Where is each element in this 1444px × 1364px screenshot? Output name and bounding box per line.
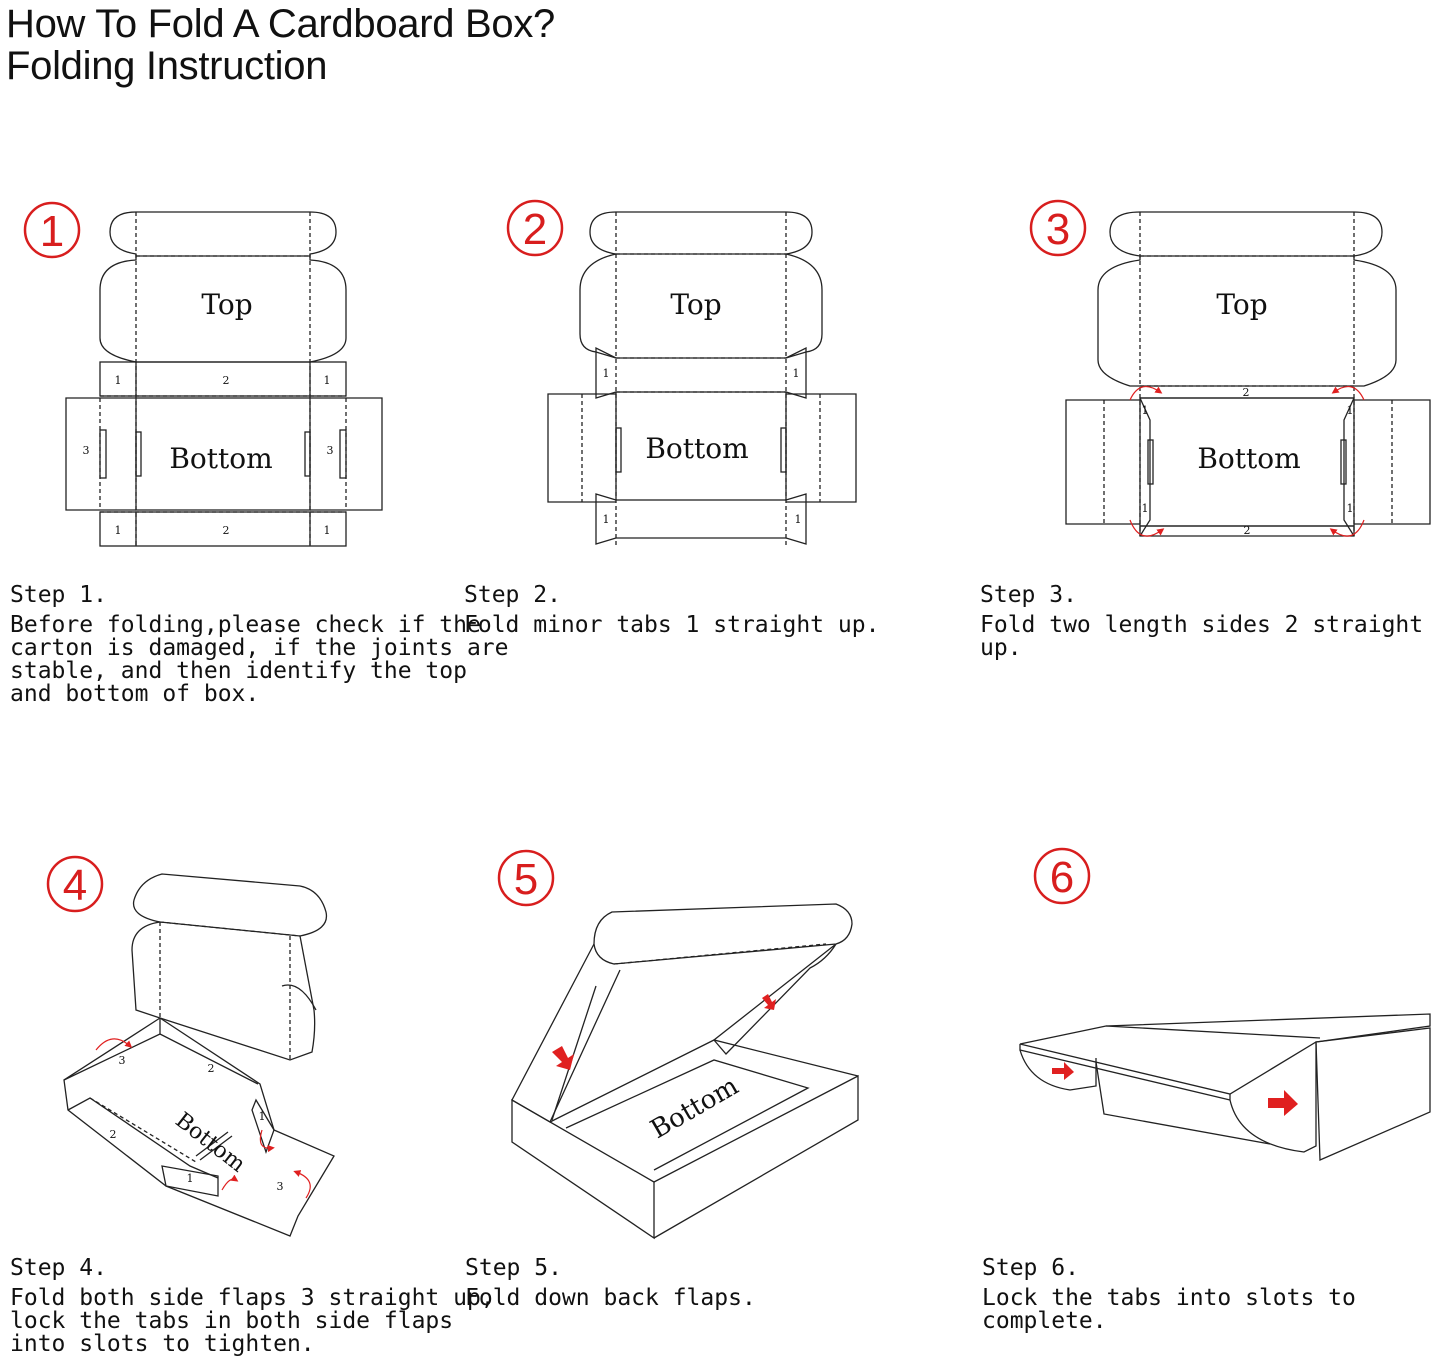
direction-arrow-icon <box>552 994 776 1070</box>
svg-text:1: 1 <box>603 513 610 526</box>
step-1-heading: Step 1. <box>10 582 107 608</box>
step-4-heading: Step 4. <box>10 1255 107 1281</box>
step-2-description: Fold minor tabs 1 straight up. <box>464 612 880 638</box>
svg-text:Top: Top <box>201 288 252 321</box>
step-3-heading: Step 3. <box>980 582 1077 608</box>
page-subtitle: Folding Instruction <box>6 44 328 88</box>
svg-text:3: 3 <box>327 444 334 457</box>
circled-number-icon: 6 <box>1033 847 1091 905</box>
svg-text:2: 2 <box>1244 524 1251 537</box>
svg-text:1: 1 <box>324 374 331 387</box>
step-6-heading: Step 6. <box>982 1255 1079 1281</box>
direction-arrow-icon <box>1052 1062 1298 1116</box>
step-1-description: Before folding,please check if the carto… <box>10 612 509 707</box>
svg-text:6: 6 <box>1050 853 1074 902</box>
step-6-figure: 6 <box>1019 847 1431 1161</box>
step-5-heading: Step 5. <box>465 1255 562 1281</box>
svg-text:3: 3 <box>83 444 90 457</box>
step-6-description: Lock the tabs into slots to complete. <box>982 1285 1356 1334</box>
fold-arrow-icon <box>95 1038 311 1199</box>
svg-text:5: 5 <box>514 855 538 904</box>
svg-text:1: 1 <box>793 367 800 380</box>
step-2-heading: Step 2. <box>464 582 561 608</box>
step-3-figure: 3 Top Bottom 2 2 1 1 1 1 <box>1029 199 1431 537</box>
circled-number-icon: 2 <box>506 199 564 257</box>
step-5-description: Fold down back flaps. <box>465 1285 756 1311</box>
circled-number-icon: 3 <box>1029 199 1087 257</box>
step-3-description: Fold two length sides 2 straight up. <box>980 612 1424 661</box>
svg-text:1: 1 <box>795 513 802 526</box>
svg-text:1: 1 <box>259 1110 266 1123</box>
svg-text:2: 2 <box>208 1062 215 1075</box>
svg-text:1: 1 <box>115 374 122 387</box>
step-5-figure: 5 Bottom <box>497 849 859 1240</box>
fold-arrow-icon <box>1129 385 1365 537</box>
step-4-description: Fold both side flaps 3 straight up, lock… <box>10 1285 495 1357</box>
circled-number-icon: 1 <box>23 201 81 259</box>
page-title: How To Fold A Cardboard Box? <box>6 2 555 46</box>
svg-text:1: 1 <box>603 367 610 380</box>
step-2-figure: 2 Top Bottom 1 1 1 1 <box>506 199 857 546</box>
svg-text:Bottom: Bottom <box>1197 442 1300 475</box>
circled-number-icon: 5 <box>497 849 555 907</box>
step-4-figure: 4 Bottom 3 2 2 1 1 3 <box>46 855 335 1237</box>
svg-text:3: 3 <box>119 1054 126 1067</box>
svg-text:Bottom: Bottom <box>646 1071 744 1145</box>
circled-number-icon: 4 <box>46 855 104 913</box>
svg-text:1: 1 <box>1142 502 1149 515</box>
svg-text:1: 1 <box>1142 404 1149 417</box>
svg-text:1: 1 <box>324 524 331 537</box>
svg-text:2: 2 <box>223 524 230 537</box>
svg-text:Top: Top <box>670 288 721 321</box>
svg-text:2: 2 <box>1243 386 1250 399</box>
svg-text:Bottom: Bottom <box>645 432 748 465</box>
svg-text:3: 3 <box>1046 205 1070 254</box>
svg-text:3: 3 <box>277 1180 284 1193</box>
svg-text:Top: Top <box>1216 288 1267 321</box>
svg-text:2: 2 <box>223 374 230 387</box>
svg-text:1: 1 <box>187 1172 194 1185</box>
step-1-figure: 1 Top Bottom 1 2 1 3 3 <box>23 201 383 547</box>
svg-text:1: 1 <box>40 207 64 256</box>
svg-text:1: 1 <box>1347 404 1354 417</box>
svg-text:2: 2 <box>110 1128 117 1141</box>
svg-text:1: 1 <box>1347 502 1354 515</box>
svg-text:Bottom: Bottom <box>170 1108 249 1178</box>
svg-text:1: 1 <box>115 524 122 537</box>
svg-text:Bottom: Bottom <box>169 442 272 475</box>
svg-text:4: 4 <box>63 861 87 910</box>
svg-text:2: 2 <box>523 205 547 254</box>
